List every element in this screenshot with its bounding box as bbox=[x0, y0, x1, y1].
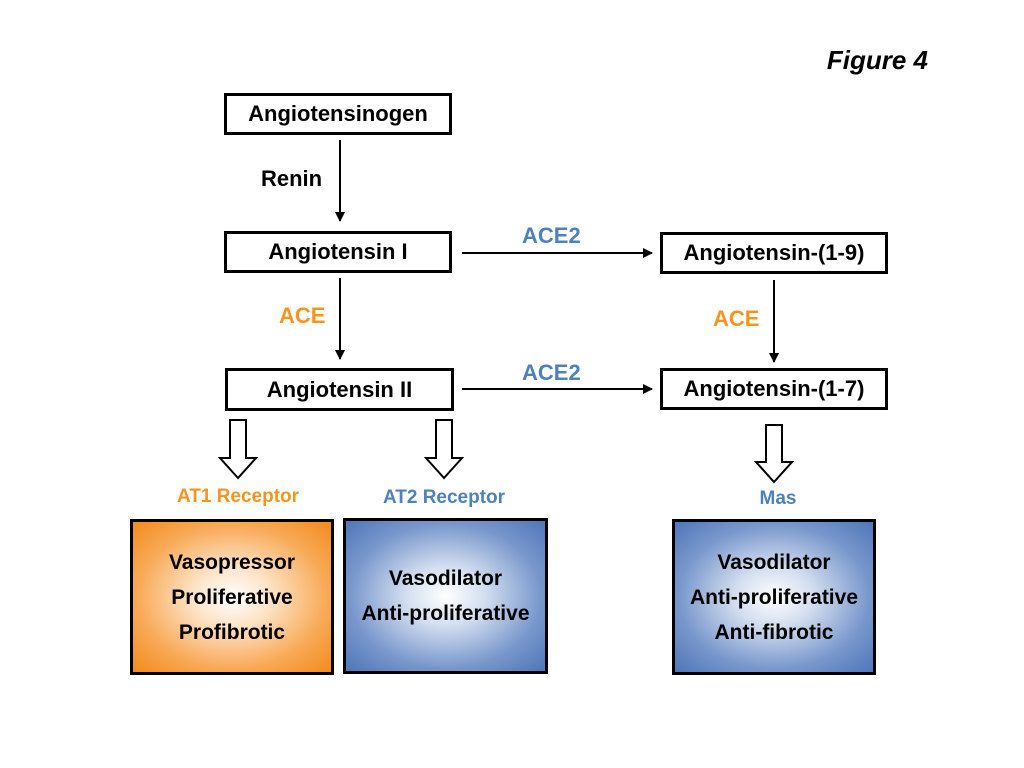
enzyme-ace-left: ACE bbox=[279, 303, 326, 328]
effect-at1-line-3: Profibrotic bbox=[178, 620, 286, 644]
receptor-at1: AT1 Receptor bbox=[176, 486, 300, 507]
block-arrow-at1 bbox=[217, 419, 259, 480]
effect-box-at2: Vasodilator Anti-proliferative bbox=[343, 518, 548, 674]
effect-box-at1: Vasopressor Proliferative Profibrotic bbox=[130, 519, 334, 675]
figure-label: Figure 4 bbox=[826, 45, 928, 75]
receptor-mas: Mas bbox=[759, 488, 797, 509]
node-angiotensin-1-9: Angiotensin-(1-9) bbox=[660, 232, 888, 274]
enzyme-ace-right: ACE bbox=[713, 306, 760, 331]
block-arrow-at2 bbox=[423, 419, 465, 480]
effect-mas-line-2: Anti-proliferative bbox=[689, 585, 859, 609]
effect-at1-line-2: Proliferative bbox=[171, 585, 293, 609]
effect-at2-line-2: Anti-proliferative bbox=[361, 602, 530, 625]
block-arrow-mas bbox=[753, 424, 795, 484]
node-angiotensin-1-7: Angiotensin-(1-7) bbox=[660, 368, 888, 410]
effect-box-mas: Vasodilator Anti-proliferative Anti-fibr… bbox=[672, 519, 876, 675]
effect-mas-line-3: Anti-fibrotic bbox=[714, 620, 834, 644]
effect-at2-line-1: Vasodilator bbox=[388, 567, 503, 590]
enzyme-renin: Renin bbox=[261, 166, 323, 191]
node-angiotensinogen: Angiotensinogen bbox=[224, 93, 452, 135]
receptor-at2: AT2 Receptor bbox=[382, 487, 506, 508]
enzyme-ace2-top: ACE2 bbox=[522, 223, 581, 248]
effect-mas-line-1: Vasodilator bbox=[717, 550, 831, 574]
effect-at1-line-1: Vasopressor bbox=[168, 550, 296, 574]
node-angiotensin-i: Angiotensin I bbox=[224, 231, 452, 273]
enzyme-ace2-bottom: ACE2 bbox=[522, 360, 581, 385]
node-angiotensin-ii: Angiotensin II bbox=[225, 368, 454, 411]
